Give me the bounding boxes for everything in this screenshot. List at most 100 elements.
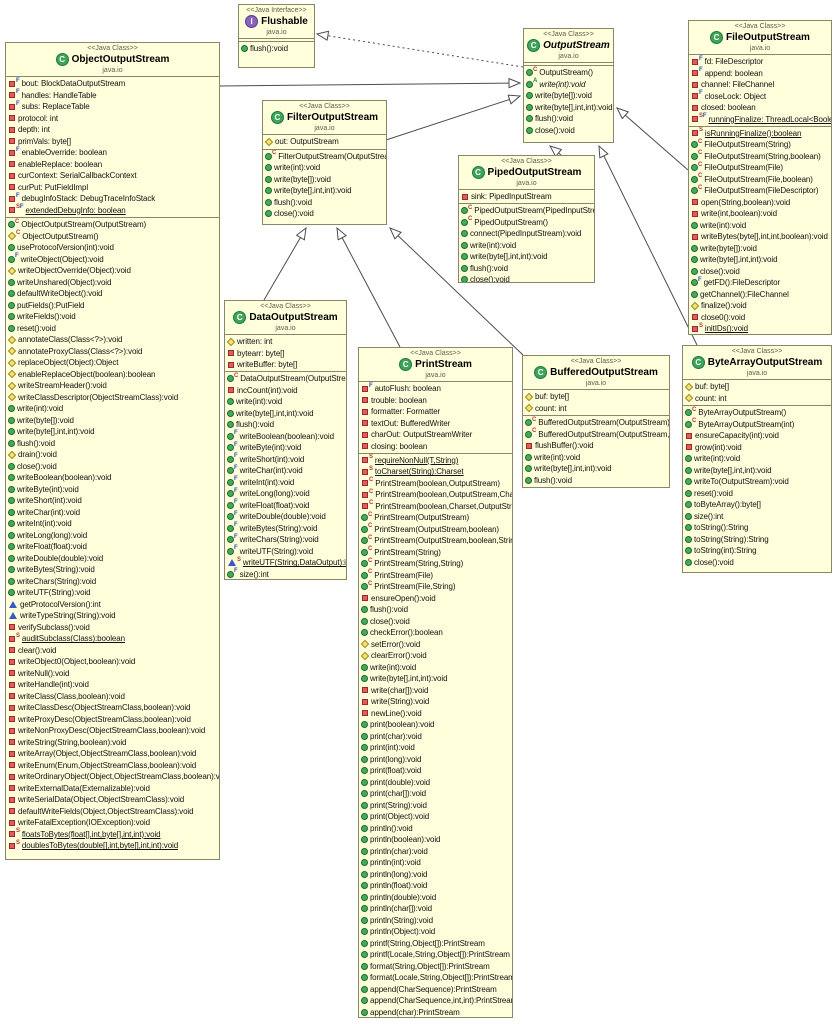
member-row[interactable]: write(byte[]):void [689, 243, 831, 255]
member-row[interactable]: defaultWriteObject():void [6, 288, 219, 300]
member-row[interactable]: println(double):void [359, 892, 512, 904]
member-row[interactable]: getProtocolVersion():int [6, 599, 219, 611]
member-row[interactable]: writeEnum(Enum,ObjectStreamClass,boolean… [6, 760, 219, 772]
member-row[interactable]: size():int [683, 511, 831, 523]
member-row[interactable]: write(int,boolean):void [689, 208, 831, 220]
member-row[interactable]: primVals: byte[] [6, 136, 219, 148]
edge-pipedoutputstream-extends-outputstream[interactable] [550, 146, 561, 155]
member-row[interactable]: write(int):void [359, 662, 512, 674]
edge-outputstream-implements-flushable[interactable] [317, 34, 524, 68]
member-row[interactable]: ensureOpen():void [359, 593, 512, 605]
member-row[interactable]: toString(int):String [683, 545, 831, 557]
member-row[interactable]: close():void [524, 125, 613, 137]
member-row[interactable]: enableReplace: boolean [6, 159, 219, 171]
member-row[interactable]: curContext: SerialCallbackContext [6, 170, 219, 182]
member-row[interactable]: print(boolean):void [359, 719, 512, 731]
member-row[interactable]: write(byte[],int,int):void [689, 254, 831, 266]
member-row[interactable]: annotateProxyClass(Class<?>):void [6, 346, 219, 358]
member-row[interactable]: count: int [523, 403, 669, 415]
member-row[interactable]: writeHandle(int):void [6, 679, 219, 691]
member-row[interactable]: writeOrdinaryObject(Object,ObjectStreamC… [6, 771, 219, 783]
member-row[interactable]: format(String,Object[]):PrintStream [359, 961, 512, 973]
member-row[interactable]: open(String,boolean):void [689, 197, 831, 209]
member-row[interactable]: curPut: PutFieldImpl [6, 182, 219, 194]
member-row[interactable]: writeClassDescriptor(ObjectStreamClass):… [6, 392, 219, 404]
member-row[interactable]: writeDouble(double):void [6, 553, 219, 565]
member-row[interactable]: reset():void [683, 488, 831, 500]
member-row[interactable]: write(byte[],int,int):void [225, 408, 346, 420]
member-row[interactable]: writeTypeString(String):void [6, 610, 219, 622]
edge-dataoutputstream-extends-filteroutputstream[interactable] [263, 228, 306, 301]
member-row[interactable]: depth: int [6, 124, 219, 136]
member-row[interactable]: flush():void [263, 197, 386, 209]
member-row[interactable]: print(int):void [359, 742, 512, 754]
member-row[interactable]: writeExternalData(Externalizable):void [6, 783, 219, 795]
member-row[interactable]: flush():void [524, 113, 613, 125]
member-row[interactable]: channel: FileChannel [689, 79, 831, 91]
member-row[interactable]: println(String):void [359, 915, 512, 927]
member-row[interactable]: close():void [263, 208, 386, 220]
member-row[interactable]: defaultWriteFields(Object,ObjectStreamCl… [6, 806, 219, 818]
member-row[interactable]: replaceObject(Object):Object [6, 357, 219, 369]
member-row[interactable]: printf(String,Object[]):PrintStream [359, 938, 512, 950]
member-row[interactable]: write(byte[],int,int):void [263, 185, 386, 197]
member-row[interactable]: grow(int):void [683, 442, 831, 454]
member-row[interactable]: incCount(int):void [225, 385, 346, 397]
member-row[interactable]: clearError():void [359, 650, 512, 662]
member-row[interactable]: written: int [225, 336, 346, 348]
member-row[interactable]: connect(PipedInputStream):void [459, 228, 594, 240]
member-row[interactable]: write(int):void [523, 452, 669, 464]
member-row[interactable]: append(char):PrintStream [359, 1007, 512, 1017]
member-row[interactable]: append(CharSequence,int,int):PrintStream [359, 995, 512, 1007]
member-row[interactable]: flush():void [225, 419, 346, 431]
member-row[interactable]: verifySubclass():void [6, 622, 219, 634]
member-row[interactable]: writeProxyDesc(ObjectStreamClass,boolean… [6, 714, 219, 726]
member-row[interactable]: write(byte[],int,int):void [6, 426, 219, 438]
member-row[interactable]: writeObjectOverride(Object):void [6, 265, 219, 277]
member-row[interactable]: writeClassDesc(ObjectStreamClass,boolean… [6, 702, 219, 714]
member-row[interactable]: buf: byte[] [683, 381, 831, 393]
member-row[interactable]: write(byte[]):void [263, 174, 386, 186]
member-row[interactable]: write(int):void [6, 403, 219, 415]
member-row[interactable]: writeByte(int):void [6, 484, 219, 496]
member-row[interactable]: ensureCapacity(int):void [683, 430, 831, 442]
member-row[interactable]: write(int):void [459, 239, 594, 251]
member-row[interactable]: writeBoolean(boolean):void [6, 472, 219, 484]
member-row[interactable]: flush():void [239, 43, 314, 55]
member-row[interactable]: drain():void [6, 449, 219, 461]
member-row[interactable]: enableReplaceObject(boolean):boolean [6, 369, 219, 381]
member-row[interactable]: write(String):void [359, 696, 512, 708]
member-row[interactable]: println(char[]):void [359, 903, 512, 915]
